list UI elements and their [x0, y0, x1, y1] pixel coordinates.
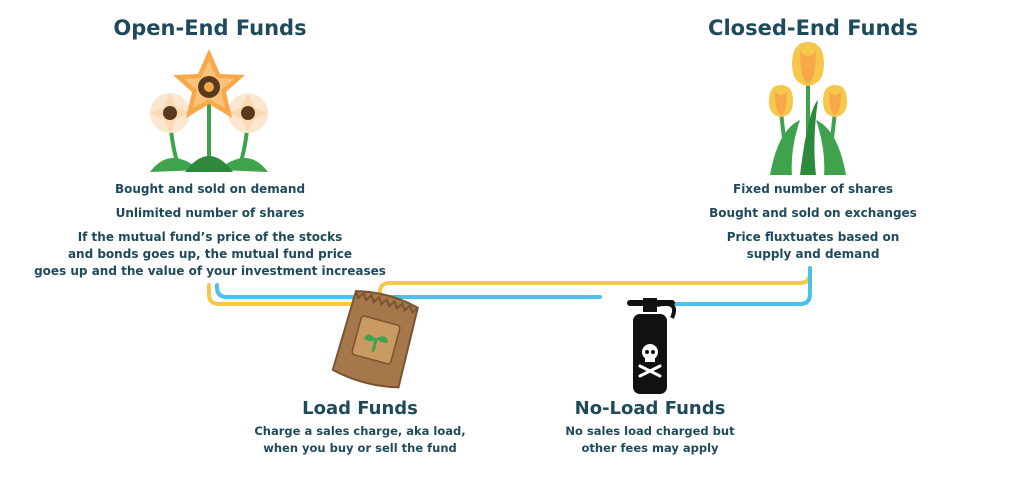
closed-end-line-3: Price fluxtuates based on [726, 230, 900, 244]
no-load-funds-line-1: No sales load charged but [565, 424, 735, 438]
open-end-line-2: Unlimited number of shares [115, 206, 305, 220]
open-end-line-5: goes up and the value of your investment… [34, 264, 386, 278]
connector-blue-right [638, 266, 812, 306]
load-funds-description: Charge a sales charge, aka load, when yo… [235, 423, 485, 457]
no-load-funds-description: No sales load charged but other fees may… [525, 423, 775, 457]
poison-extinguisher-icon [627, 298, 677, 394]
seed-bag-icon [331, 290, 419, 389]
closed-end-line-2: Bought and sold on exchanges [709, 206, 917, 220]
connector-blue-left [215, 283, 382, 299]
closed-end-line-4: supply and demand [746, 247, 880, 261]
open-end-line-4: and bonds goes up, the mutual fund price [67, 247, 353, 261]
load-funds-title: Load Funds [302, 398, 418, 419]
tulips-icon [769, 42, 847, 176]
connector-lines [207, 266, 812, 306]
load-funds-line-2: when you buy or sell the fund [263, 441, 457, 455]
no-load-funds-title: No-Load Funds [574, 398, 726, 419]
open-end-title: Open-End Funds [113, 16, 307, 40]
open-end-line-1: Bought and sold on demand [114, 182, 306, 196]
open-end-description: Bought and sold on demand Unlimited numb… [20, 181, 400, 280]
closed-end-line-1: Fixed number of shares [733, 182, 893, 196]
load-funds-line-1: Charge a sales charge, aka load, [254, 424, 466, 438]
closed-end-title: Closed-End Funds [708, 16, 918, 40]
connector-yellow-left [207, 283, 382, 306]
daisy-flowers-icon [150, 49, 268, 172]
open-end-line-3: If the mutual fund’s price of the stocks [77, 230, 343, 244]
closed-end-description: Fixed number of shares Bought and sold o… [663, 181, 963, 263]
no-load-funds-line-2: other fees may apply [581, 441, 719, 455]
